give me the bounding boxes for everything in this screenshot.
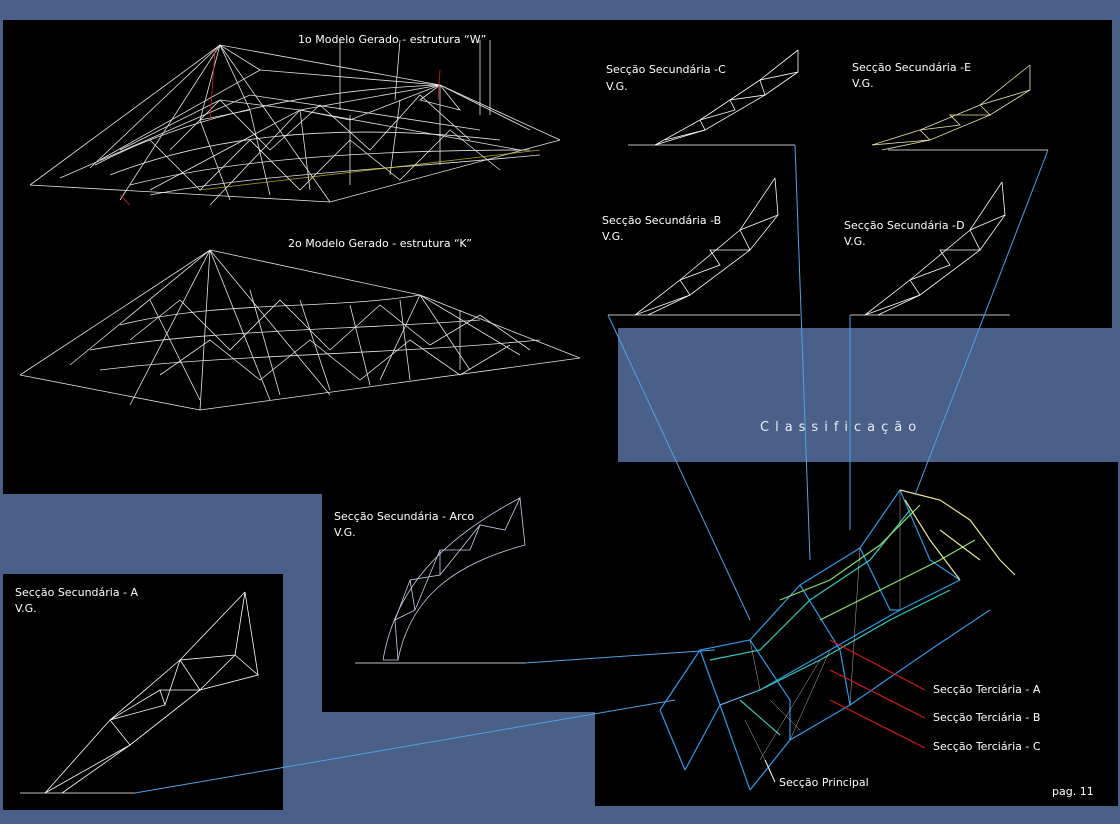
section-a-label: Secção Secundária - A: [15, 586, 139, 599]
main-structure: [659, 489, 1016, 791]
section-c-vg: V.G.: [606, 80, 628, 93]
section-e-vg: V.G.: [852, 77, 874, 90]
leader-line-principal: [764, 759, 776, 783]
section-c-truss: [628, 49, 799, 146]
leader-lines-blue: [134, 144, 1049, 794]
model-w-title: 1o Modelo Gerado - estrutura “W”: [298, 33, 487, 46]
section-a-truss: [20, 591, 259, 794]
section-d-label: Secção Secundária -D: [844, 219, 965, 232]
callout-terciaria-c: Secção Terciária - C: [933, 740, 1041, 753]
callout-terciaria-b: Secção Terciária - B: [933, 711, 1041, 724]
callout-principal: Secção Principal: [779, 776, 869, 789]
leader-lines-red: [829, 639, 926, 749]
classification-title: Classificação: [760, 420, 923, 435]
section-d-truss: [850, 181, 1010, 316]
panel-top: [3, 20, 1112, 328]
section-e-label: Secção Secundária -E: [852, 61, 972, 74]
section-arco-label: Secção Secundária - Arco: [334, 510, 475, 523]
section-e-truss: [871, 64, 1048, 151]
section-b-label: Secção Secundária -B: [602, 214, 722, 227]
callout-terciaria-a: Secção Terciária - A: [933, 683, 1041, 696]
panel-bottom-right: [595, 462, 1118, 806]
model-w-wireframe: [29, 39, 561, 206]
model-k-title: 2o Modelo Gerado - estrutura “K”: [288, 237, 472, 250]
section-c-label: Secção Secundária -C: [606, 63, 726, 76]
section-d-vg: V.G.: [844, 235, 866, 248]
section-arco-vg: V.G.: [334, 526, 356, 539]
page-number: pag. 11: [1052, 785, 1094, 798]
section-arco-truss: [355, 496, 526, 664]
section-b-vg: V.G.: [602, 230, 624, 243]
section-a-vg: V.G.: [15, 602, 37, 615]
model-k-wireframe: [19, 249, 581, 411]
section-b-truss: [608, 177, 800, 316]
